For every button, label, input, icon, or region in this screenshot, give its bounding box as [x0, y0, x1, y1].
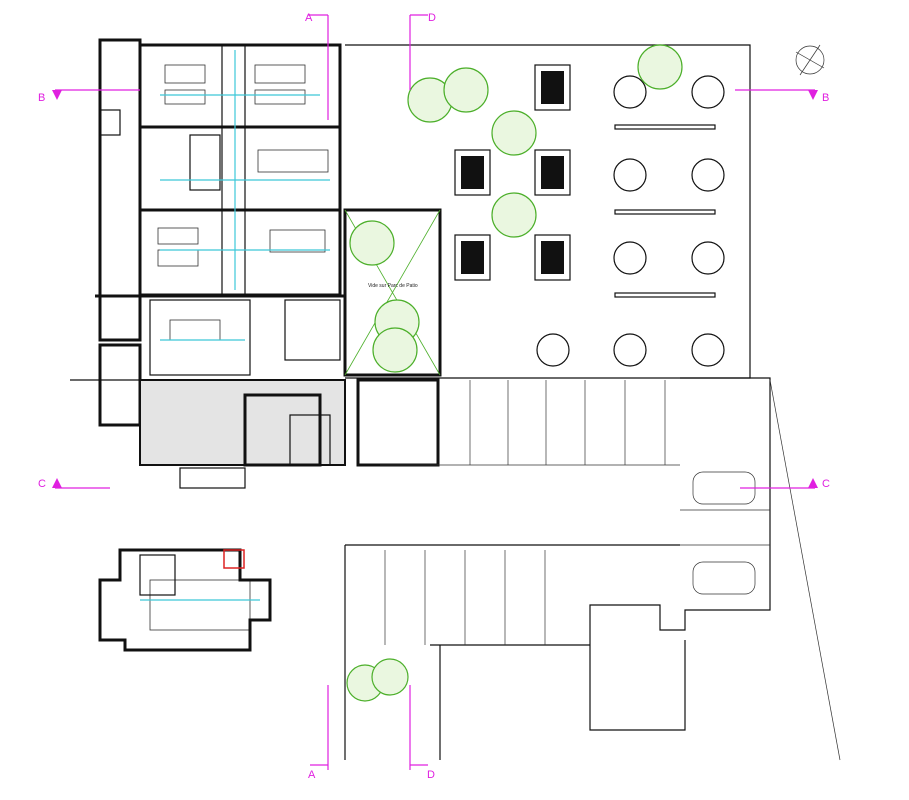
- section-a-top: A: [305, 12, 313, 24]
- trees: [346, 44, 683, 702]
- parking-bays: [380, 380, 770, 645]
- annex-building: [98, 548, 272, 652]
- void-label: Vide sur Parc de Patio: [368, 283, 418, 289]
- section-b-right: B: [822, 92, 829, 104]
- section-a-bottom: A: [308, 769, 316, 781]
- network-lines: [140, 50, 330, 601]
- north-arrow-icon: [795, 44, 825, 76]
- site-outline: [344, 44, 841, 761]
- section-b-left: B: [38, 92, 45, 104]
- section-c-left: C: [38, 478, 46, 490]
- section-markers: A A D D B B C C: [38, 12, 830, 781]
- desks: [149, 64, 329, 631]
- office-building: [70, 38, 440, 489]
- section-d-bottom: D: [427, 769, 435, 781]
- section-c-right: C: [822, 478, 830, 490]
- plaza-furniture: [454, 64, 725, 367]
- section-d-top: D: [428, 12, 436, 24]
